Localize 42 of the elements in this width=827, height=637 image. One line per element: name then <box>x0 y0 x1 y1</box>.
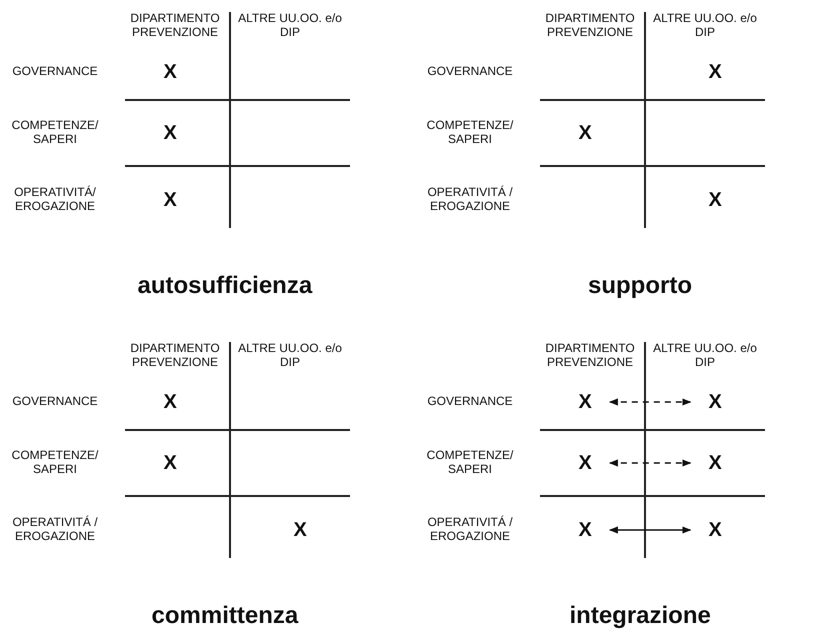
column-header: ALTRE UU.OO. e/o DIP <box>653 342 757 370</box>
check-mark: X <box>162 452 178 474</box>
check-mark: X <box>578 122 593 144</box>
row-header: COMPETENZE/ SAPERI <box>10 449 100 477</box>
row-header: OPERATIVITÁ / EROGAZIONE <box>11 516 99 544</box>
check-mark: X <box>162 390 178 414</box>
row-header: COMPETENZE/ SAPERI <box>426 449 514 477</box>
column-header: DIPARTIMENTO PREVENZIONE <box>129 342 221 370</box>
row-header: GOVERNANCE <box>11 395 99 409</box>
row-header: OPERATIVITÁ/ EROGAZIONE <box>13 186 97 214</box>
check-mark: X <box>162 60 178 84</box>
double-arrow <box>608 526 692 534</box>
column-header: ALTRE UU.OO. e/o DIP <box>238 342 342 370</box>
column-header: ALTRE UU.OO. e/o DIP <box>238 12 342 40</box>
check-mark: X <box>162 188 178 212</box>
check-mark: X <box>708 188 723 212</box>
check-mark: X <box>574 390 596 414</box>
panel-title: supporto <box>588 272 692 300</box>
row-header: GOVERNANCE <box>426 65 514 79</box>
double-arrow <box>608 398 692 406</box>
panel-title: integrazione <box>570 602 711 630</box>
check-mark: X <box>704 390 726 414</box>
check-mark: X <box>704 518 726 542</box>
panel-title: autosufficienza <box>138 272 312 300</box>
column-header: DIPARTIMENTO PREVENZIONE <box>544 342 636 370</box>
check-mark: X <box>574 518 596 542</box>
check-mark: X <box>708 60 723 84</box>
column-header: ALTRE UU.OO. e/o DIP <box>653 12 757 40</box>
row-header: GOVERNANCE <box>11 65 99 79</box>
row-header: OPERATIVITÁ / EROGAZIONE <box>426 186 514 214</box>
double-arrow <box>608 459 692 467</box>
row-header: COMPETENZE/ SAPERI <box>10 119 100 147</box>
row-header: GOVERNANCE <box>426 395 514 409</box>
column-header: DIPARTIMENTO PREVENZIONE <box>129 12 221 40</box>
check-mark: X <box>162 122 178 144</box>
column-header: DIPARTIMENTO PREVENZIONE <box>544 12 636 40</box>
row-header: COMPETENZE/ SAPERI <box>426 119 514 147</box>
check-mark: X <box>574 452 596 474</box>
check-mark: X <box>704 452 726 474</box>
row-header: OPERATIVITÁ / EROGAZIONE <box>426 516 514 544</box>
check-mark: X <box>292 518 308 542</box>
panel-title: committenza <box>152 602 298 630</box>
